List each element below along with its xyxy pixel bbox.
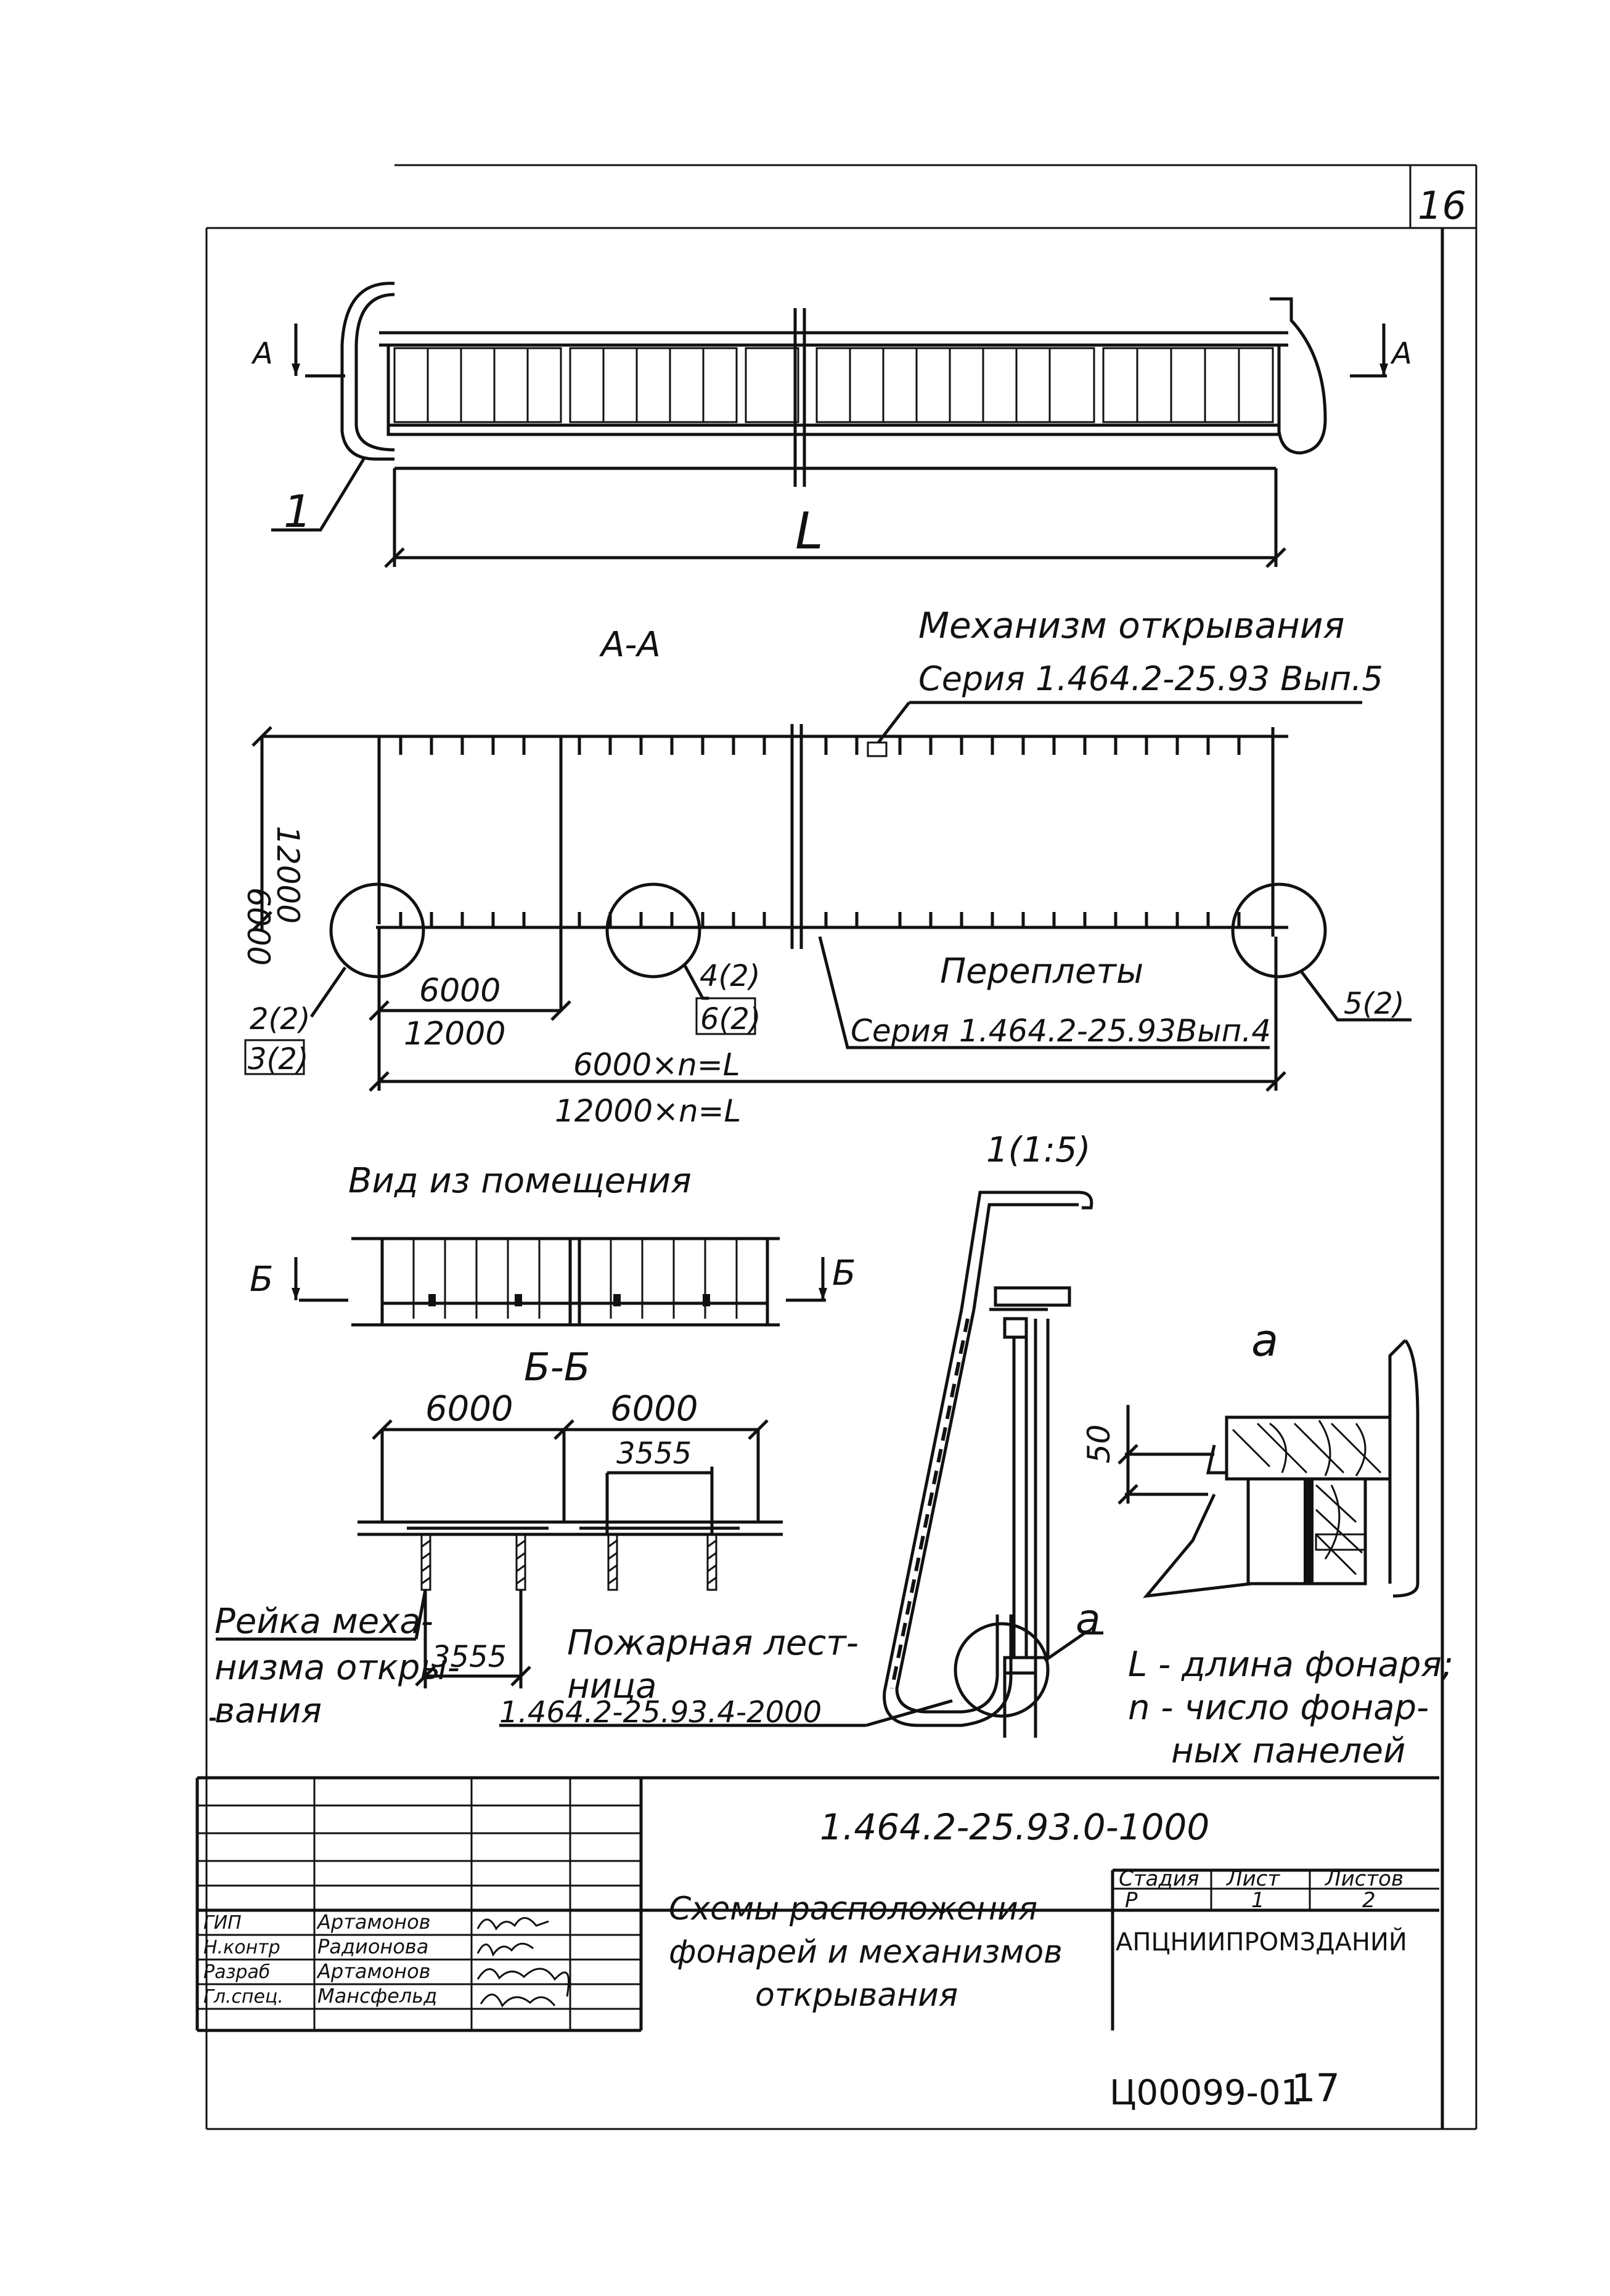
node-2: 2(2) [250, 1002, 311, 1036]
section-mark-right: А [1390, 336, 1412, 371]
sheet-value: 1 [1251, 1888, 1265, 1913]
handwritten-signature [476, 1917, 549, 1931]
plan-view [271, 282, 1388, 568]
detail-a-drawing [1118, 1339, 1420, 1598]
mechanism-title: Механизм открывания [918, 605, 1344, 646]
detail-1-drawing [499, 1191, 1103, 1738]
sheet-header: Лист [1225, 1867, 1280, 1891]
bb-dim-6000-a: 6000 [425, 1389, 513, 1429]
page-number: 16 [1418, 183, 1466, 228]
mechanism-series: Серия 1.464.2-25.93 Вып.5 [918, 659, 1383, 698]
drawing-title-line3: открывания [755, 1977, 958, 2014]
sheets-header: Листов [1324, 1867, 1404, 1891]
sashes-series: Серия 1.464.2-25.93Вып.4 [851, 1013, 1271, 1049]
ladder-line2: ница [567, 1666, 656, 1706]
callout-1: 1 [284, 486, 312, 537]
view-from-room-drawing [292, 1237, 827, 1327]
formula-12000: 12000×n=L [555, 1093, 741, 1129]
bb-dim-3555-bottom: 3555 [431, 1640, 507, 1674]
signature-name: Мансфельд [317, 1984, 437, 2008]
handwritten-signature [480, 1993, 556, 2008]
signature-name: Радионова [317, 1935, 428, 1958]
signature-role: ГИП [203, 1912, 242, 1934]
drawing-title-line2: фонарей и механизмов [669, 1934, 1063, 1971]
archive-number: 17 [1291, 2066, 1340, 2111]
ladder-series: 1.464.2-25.93.4-2000 [499, 1695, 822, 1730]
signature-name: Артамонов [316, 1910, 431, 1934]
detail-1-title: 1(1:5) [986, 1130, 1090, 1170]
dim-50: 50 [1081, 1424, 1117, 1463]
signature-role: Разраб [203, 1961, 270, 1983]
stage-value: Р [1125, 1888, 1138, 1913]
bb-dim-6000-b: 6000 [610, 1389, 698, 1429]
rack-label-line1: Рейка меха- [215, 1602, 433, 1642]
section-bb-drawing [210, 1419, 783, 1721]
document-code: 1.464.2-25.93.0-1000 [820, 1806, 1209, 1848]
section-aa-drawing [244, 701, 1412, 1092]
drawing-title-line1: Схемы расположения [669, 1891, 1037, 1928]
ladder-line1: Пожарная лест- [567, 1623, 859, 1663]
signature-name: Артамонов [316, 1960, 431, 1983]
sheet-frame [205, 164, 1477, 2130]
dim-bay-6000: 6000 [419, 972, 501, 1009]
archive-code: Ц00099-01 [1109, 2073, 1302, 2113]
note-line3: ных панелей [1171, 1731, 1405, 1771]
dim-bay-12000: 12000 [404, 1016, 505, 1052]
rack-label-line2: низма откры- [215, 1648, 460, 1688]
handwritten-signature [476, 1968, 570, 1997]
stage-header: Стадия [1119, 1867, 1199, 1891]
note-line2: n - число фонар- [1128, 1688, 1429, 1728]
sashes-title: Переплеты [940, 951, 1143, 991]
view-mark-left: Б [250, 1260, 273, 1300]
organization: АПЦНИИПРОМЗДАНИЙ [1116, 1927, 1407, 1956]
sheets-value: 2 [1362, 1888, 1376, 1913]
signature-role: Гл.спец. [203, 1986, 284, 2008]
detail-a-title: а [1251, 1314, 1278, 1366]
node-3: 3(2) [248, 1042, 309, 1077]
rack-label-line3: вания [215, 1691, 322, 1731]
notes: L - длина фонаря; n - число фонар- ных п… [1128, 1645, 1453, 1771]
node-5: 5(2) [1344, 987, 1405, 1021]
view-mark-right: Б [832, 1253, 856, 1293]
formula-6000: 6000×n=L [573, 1047, 740, 1083]
handwritten-signature [476, 1942, 534, 1957]
node-a-callout: а [1076, 1595, 1100, 1643]
section-mark-left: А [251, 336, 273, 371]
note-line1: L - длина фонаря; [1128, 1645, 1453, 1685]
section-aa-title: А-А [599, 625, 661, 665]
node-6: 6(2) [700, 1002, 761, 1036]
signature-rows: ГИП Артамонов Н.контр Радионова Разраб А… [203, 1910, 570, 2008]
node-4: 4(2) [700, 959, 761, 993]
signature-role: Н.контр [203, 1937, 280, 1958]
title-block-grid [195, 1776, 1439, 2032]
dim-height-12000: 12000 [270, 826, 306, 924]
section-bb-title: Б-Б [524, 1345, 590, 1390]
view-from-room-title: Вид из помещения [348, 1161, 692, 1201]
length-label: L [795, 502, 823, 561]
dim-height-6000: 6000 [240, 887, 276, 966]
bb-dim-3555-top: 3555 [616, 1436, 692, 1471]
